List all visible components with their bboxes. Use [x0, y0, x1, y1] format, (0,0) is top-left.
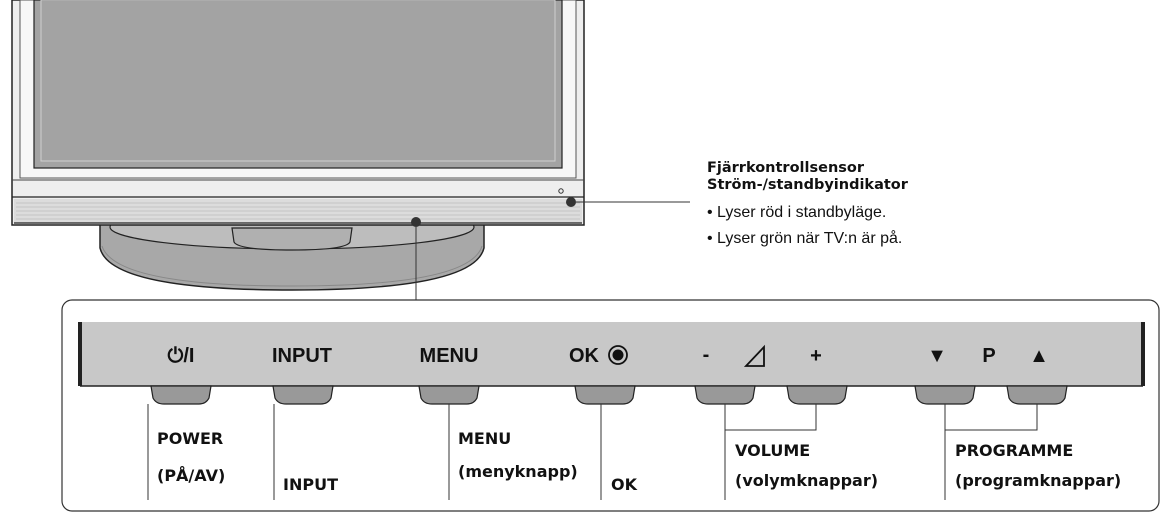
sensor-bullet-list: • Lyser röd i standbyläge. • Lyser grön … [707, 200, 1147, 252]
menu-label-line2: (menyknapp) [458, 462, 578, 481]
power-label-line1: POWER [157, 429, 224, 448]
ok-key [574, 385, 636, 405]
volume-up-key [786, 385, 848, 405]
volume-down-key [694, 385, 756, 405]
menu-key [418, 385, 480, 405]
input-button-label: INPUT [272, 345, 332, 367]
sensor-annotation: Fjärrkontrollsensor Ström-/standbyindika… [707, 160, 1147, 252]
volume-bracket [724, 404, 817, 431]
programme-p-label: P [982, 345, 995, 367]
ok-label: OK [611, 475, 637, 494]
control-point-dot-icon [411, 217, 421, 227]
sensor-bullet: • Lyser grön när TV:n är på. [707, 230, 903, 247]
power-label-line2: (PÅ/AV) [157, 466, 226, 485]
programme-up-key [1006, 385, 1068, 405]
ok-circle-icon [608, 345, 628, 365]
menu-label-line1: MENU [458, 429, 512, 448]
programme-label-line1: PROGRAMME [955, 441, 1074, 460]
volume-icon [743, 344, 765, 367]
indicator-dot-icon [566, 197, 576, 207]
control-panel: ⏻/I INPUT MENU OK - + ▼ P ▲ [61, 299, 1160, 512]
sensor-title-line1: Fjärrkontrollsensor [707, 160, 865, 176]
menu-button-label: MENU [420, 345, 479, 367]
tv-body [11, 0, 585, 227]
volume-plus-label: + [810, 345, 822, 367]
programme-label-line2: (programknappar) [955, 471, 1122, 490]
tv-screen [33, 0, 563, 169]
remote-sensor-icon [558, 188, 564, 194]
volume-label-line1: VOLUME [735, 441, 811, 460]
programme-bracket [944, 404, 1038, 431]
sensor-title-line2: Ström-/standbyindikator [707, 177, 908, 193]
input-key [272, 385, 334, 405]
programme-up-icon: ▲ [1029, 345, 1049, 367]
volume-label-line2: (volymknappar) [735, 471, 879, 490]
sensor-bullet: • Lyser röd i standbyläge. [707, 204, 887, 221]
programme-down-key [914, 385, 976, 405]
power-key [150, 385, 212, 405]
input-label: INPUT [283, 475, 338, 494]
volume-minus-label: - [703, 344, 710, 366]
power-button-label: ⏻/I [168, 345, 195, 367]
programme-down-icon: ▼ [927, 345, 947, 367]
ok-button-label: OK [569, 345, 600, 367]
